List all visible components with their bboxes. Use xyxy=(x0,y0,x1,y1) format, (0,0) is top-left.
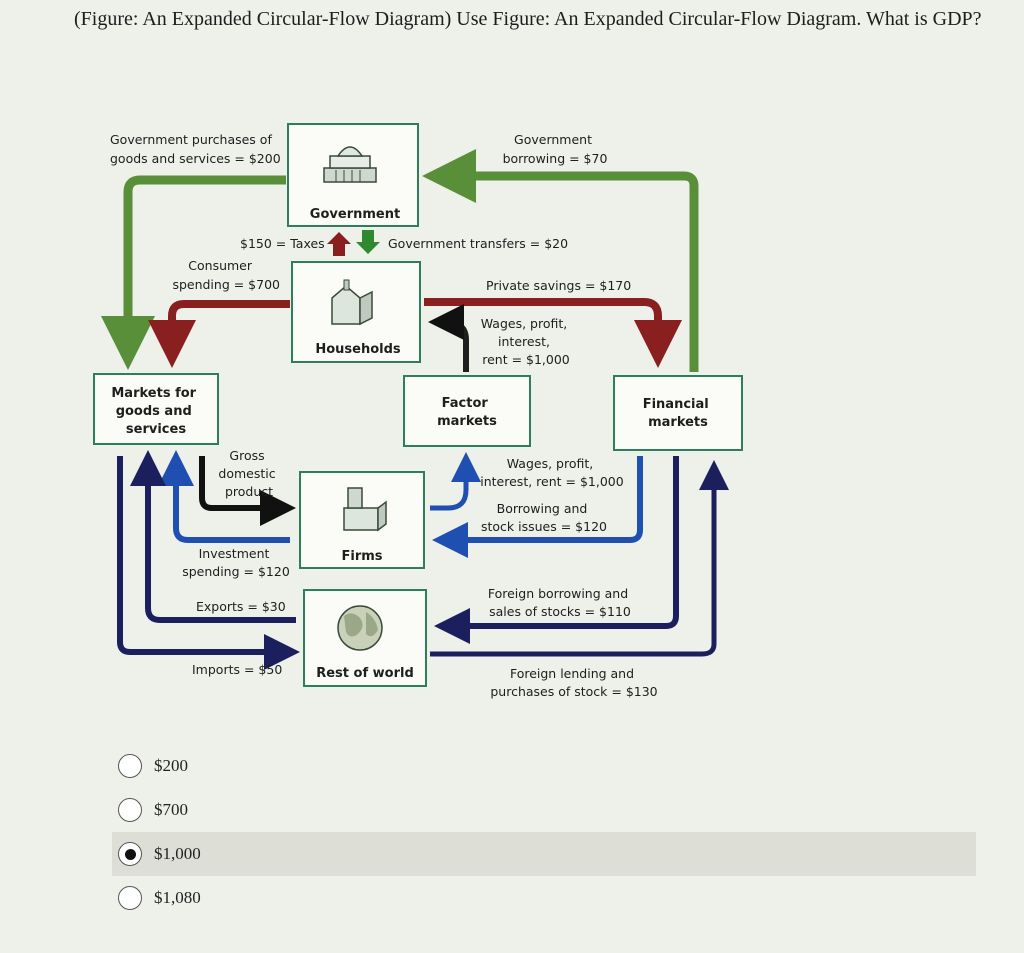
radio-button[interactable] xyxy=(118,798,142,822)
goods-markets-line-2: goods and xyxy=(116,404,192,419)
households-box: Households xyxy=(291,261,421,363)
gov-borrowing-arrow xyxy=(422,149,699,372)
factor-markets-box: Factor markets xyxy=(403,375,531,447)
goods-markets-line-3: services xyxy=(126,422,186,437)
answer-label: $700 xyxy=(154,800,188,819)
foreign-borrowing-label: Foreign borrowing and sales of stocks = … xyxy=(488,586,632,619)
firms-label: Firms xyxy=(341,549,382,564)
wages-firms-arrow xyxy=(430,452,481,511)
foreign-borrowing-arrow xyxy=(434,456,679,644)
goods-markets-box: Markets for goods and services xyxy=(93,373,219,445)
factor-markets-label: Factor markets xyxy=(437,396,497,429)
consumer-spending-arrow xyxy=(148,300,290,368)
answer-label: $200 xyxy=(154,756,188,775)
government-label: Government xyxy=(310,207,400,222)
financial-markets-box: Financial markets xyxy=(613,375,743,451)
borrowing-stock-label: Borrowing and stock issues = $120 xyxy=(481,501,607,534)
taxes-arrow-icon xyxy=(327,232,351,256)
circular-flow-diagram: Government Households Markets for goods … xyxy=(93,123,743,699)
gov-borrowing-line-1: Government xyxy=(514,132,592,147)
factor-markets-line-2: markets xyxy=(437,414,497,429)
wages-households-line-2: interest, xyxy=(498,334,550,349)
goods-markets-line-1: Markets for xyxy=(111,386,196,401)
borrowing-stock-arrow xyxy=(432,456,643,558)
wages-firms-line-2: interest, rent = $1,000 xyxy=(480,474,623,489)
gov-purchases-label: Government purchases of goods and servic… xyxy=(110,132,281,166)
answer-option-1000[interactable]: $1,000 xyxy=(112,832,976,876)
answer-option-200[interactable]: $200 xyxy=(112,744,976,788)
wages-households-line-1: Wages, profit, xyxy=(481,316,568,331)
radio-button-selected[interactable] xyxy=(118,842,142,866)
borrowing-stock-line-2: stock issues = $120 xyxy=(481,519,607,534)
wages-firms-line-1: Wages, profit, xyxy=(507,456,594,471)
consumer-spending-line-2: spending = $700 xyxy=(172,277,280,292)
investment-line-1: Investment xyxy=(199,546,270,561)
gdp-line-1: Gross xyxy=(229,448,264,463)
transfers-arrow-icon xyxy=(356,230,380,254)
foreign-lending-arrow xyxy=(430,460,729,657)
factor-markets-line-1: Factor xyxy=(442,396,489,411)
taxes-label: $150 = Taxes xyxy=(240,236,325,251)
gov-purchases-line-1: Government purchases of xyxy=(110,132,272,147)
borrowing-stock-line-1: Borrowing and xyxy=(497,501,588,516)
government-box: Government xyxy=(287,123,419,227)
answer-options: $200 $700 $1,000 $1,080 xyxy=(112,744,976,920)
answer-option-700[interactable]: $700 xyxy=(112,788,976,832)
households-label: Households xyxy=(315,342,401,357)
answer-label: $1,080 xyxy=(154,888,201,907)
financial-markets-line-2: markets xyxy=(648,415,708,430)
imports-label: Imports = $50 xyxy=(192,662,282,677)
gov-purchases-arrow xyxy=(101,175,286,370)
foreign-lending-line-2: purchases of stock = $130 xyxy=(490,684,657,699)
gov-purchases-line-2: goods and services = $200 xyxy=(110,151,281,166)
gdp-arrow xyxy=(199,456,296,526)
gdp-label: Gross domestic product xyxy=(218,448,279,499)
consumer-spending-label: Consumer spending = $700 xyxy=(172,258,280,292)
radio-selected-dot xyxy=(124,848,136,860)
imports-arrow xyxy=(117,456,300,670)
transfers-label: Government transfers = $20 xyxy=(388,236,568,251)
rest-of-world-box: Rest of world xyxy=(303,589,427,687)
gdp-line-2: domestic xyxy=(218,466,275,481)
financial-markets-label: Financial markets xyxy=(643,397,714,430)
house-icon xyxy=(331,279,373,326)
firms-box: Firms xyxy=(299,471,425,569)
question-text: (Figure: An Expanded Circular-Flow Diagr… xyxy=(74,8,982,30)
foreign-borrowing-line-1: Foreign borrowing and xyxy=(488,586,628,601)
private-savings-label: Private savings = $170 xyxy=(486,278,631,293)
consumer-spending-line-1: Consumer xyxy=(188,258,253,273)
radio-button[interactable] xyxy=(118,886,142,910)
financial-markets-line-1: Financial xyxy=(643,397,709,412)
radio-button[interactable] xyxy=(118,754,142,778)
answer-option-1080[interactable]: $1,080 xyxy=(112,876,976,920)
taxes-transfers-arrows xyxy=(327,230,380,256)
capitol-icon xyxy=(323,146,377,183)
foreign-borrowing-line-2: sales of stocks = $110 xyxy=(489,604,631,619)
gov-borrowing-label: Government borrowing = $70 xyxy=(503,132,608,166)
wages-firms-label: Wages, profit, interest, rent = $1,000 xyxy=(480,456,623,489)
investment-line-2: spending = $120 xyxy=(182,564,290,579)
investment-label: Investment spending = $120 xyxy=(182,546,290,579)
rest-of-world-label: Rest of world xyxy=(316,666,414,681)
factory-icon xyxy=(343,487,387,532)
exports-label: Exports = $30 xyxy=(196,599,286,614)
exports-arrow xyxy=(130,450,296,623)
goods-markets-label: Markets for goods and services xyxy=(111,386,200,437)
foreign-lending-label: Foreign lending and purchases of stock =… xyxy=(490,666,657,699)
private-savings-arrow xyxy=(424,298,682,368)
globe-icon xyxy=(337,605,383,651)
gov-borrowing-line-2: borrowing = $70 xyxy=(503,151,608,166)
foreign-lending-line-1: Foreign lending and xyxy=(510,666,634,681)
wages-households-line-3: rent = $1,000 xyxy=(482,352,570,367)
wages-households-arrow xyxy=(428,304,469,372)
gdp-line-3: product xyxy=(225,484,273,499)
answer-label: $1,000 xyxy=(154,844,201,863)
investment-arrow xyxy=(158,450,290,543)
wages-households-label: Wages, profit, interest, rent = $1,000 xyxy=(481,316,571,367)
